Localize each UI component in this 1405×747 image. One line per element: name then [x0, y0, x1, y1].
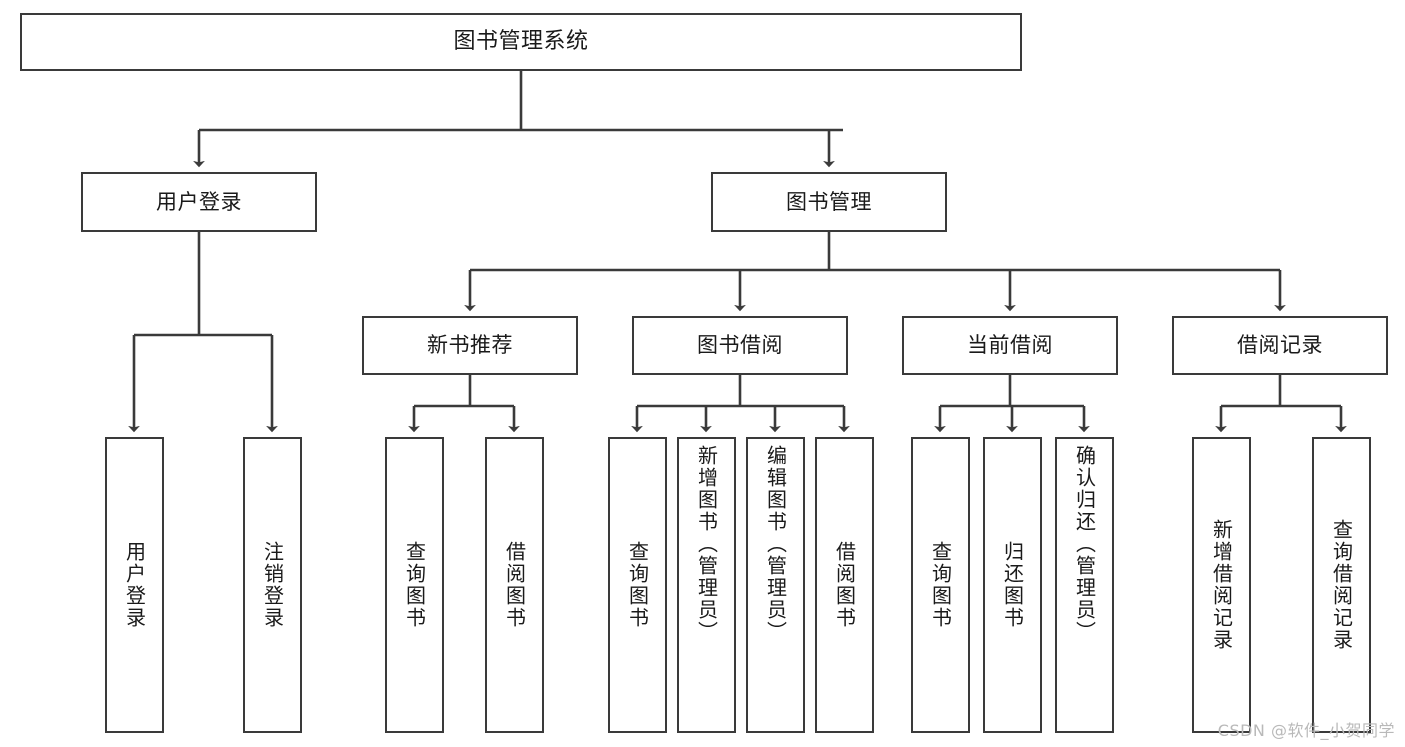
node-label: 新增图书（管理员）: [694, 445, 719, 643]
node-label: 查询借阅记录: [1329, 519, 1354, 651]
node-leaf-add-book-admin[interactable]: 新增图书（管理员）: [677, 437, 736, 733]
node-leaf-return-book[interactable]: 归还图书: [983, 437, 1042, 733]
node-label: 编辑图书（管理员）: [763, 445, 788, 643]
node-leaf-add-borrow-record[interactable]: 新增借阅记录: [1192, 437, 1251, 733]
node-leaf-query-book-recommendation[interactable]: 查询图书: [385, 437, 444, 733]
node-leaf-user-login[interactable]: 用户登录: [105, 437, 164, 733]
node-label: 借阅记录: [1237, 333, 1323, 358]
node-label: 新书推荐: [427, 333, 513, 358]
node-leaf-borrow-book-borrowing[interactable]: 借阅图书: [815, 437, 874, 733]
node-new-book-recommendation[interactable]: 新书推荐: [362, 316, 578, 375]
node-label: 当前借阅: [967, 333, 1053, 358]
node-leaf-logout[interactable]: 注销登录: [243, 437, 302, 733]
node-label: 借阅图书: [502, 541, 527, 629]
node-label: 注销登录: [260, 541, 285, 629]
node-root-book-management-system[interactable]: 图书管理系统: [20, 13, 1022, 71]
node-label: 用户登录: [122, 541, 147, 629]
node-label: 用户登录: [156, 189, 242, 214]
node-leaf-query-book-current[interactable]: 查询图书: [911, 437, 970, 733]
node-user-login[interactable]: 用户登录: [81, 172, 317, 232]
node-label: 新增借阅记录: [1209, 519, 1234, 651]
node-leaf-confirm-return-admin[interactable]: 确认归还（管理员）: [1055, 437, 1114, 733]
node-label: 借阅图书: [832, 541, 857, 629]
csdn-watermark: CSDN @软件_小贺同学: [1217, 721, 1395, 740]
node-borrowing-records[interactable]: 借阅记录: [1172, 316, 1388, 375]
node-label: 图书管理: [786, 189, 872, 214]
node-label: 查询图书: [625, 541, 650, 629]
node-label: 确认归还（管理员）: [1072, 445, 1097, 643]
node-leaf-borrow-book-recommendation[interactable]: 借阅图书: [485, 437, 544, 733]
node-label: 查询图书: [928, 541, 953, 629]
node-label: 图书借阅: [697, 333, 783, 358]
node-leaf-edit-book-admin[interactable]: 编辑图书（管理员）: [746, 437, 805, 733]
node-label: 查询图书: [402, 541, 427, 629]
node-book-borrowing[interactable]: 图书借阅: [632, 316, 848, 375]
node-label: 图书管理系统: [453, 29, 589, 55]
node-leaf-query-book-borrowing[interactable]: 查询图书: [608, 437, 667, 733]
node-book-management[interactable]: 图书管理: [711, 172, 947, 232]
node-label: 归还图书: [1000, 541, 1025, 629]
node-current-borrowing[interactable]: 当前借阅: [902, 316, 1118, 375]
node-leaf-query-borrow-record[interactable]: 查询借阅记录: [1312, 437, 1371, 733]
